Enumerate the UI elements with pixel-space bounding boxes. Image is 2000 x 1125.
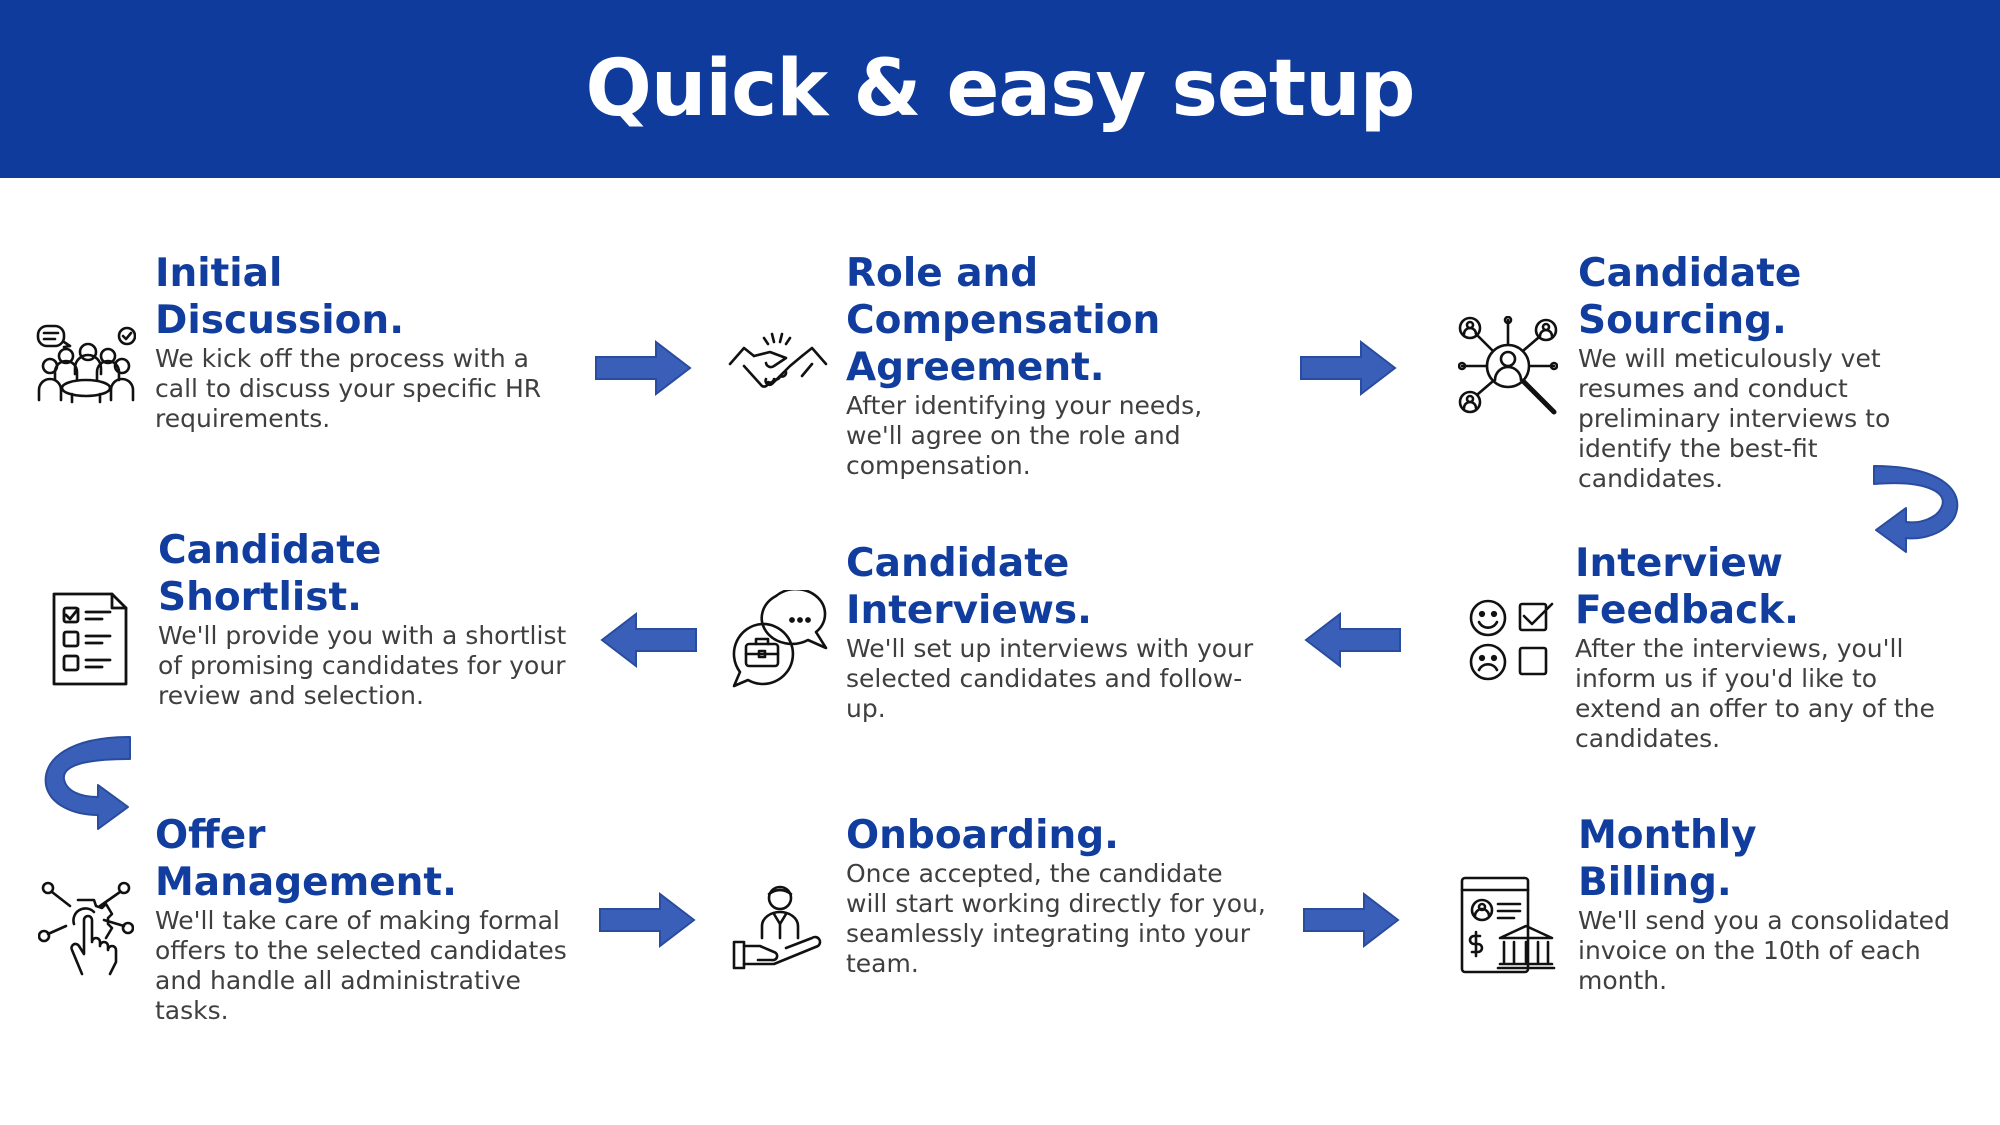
step-description: We'll take care of making formal offers …: [155, 906, 567, 1025]
curved-arrow-down-icon: [40, 735, 132, 835]
interview-chat-icon: [730, 590, 832, 690]
handshake-icon: [728, 330, 828, 398]
checklist-icon: [50, 590, 130, 688]
invoice-bank-icon: [1460, 876, 1556, 976]
candidate-search-icon: [1458, 316, 1558, 416]
touch-network-icon: [38, 878, 134, 978]
meeting-icon: [36, 322, 136, 404]
arrow-right-icon: [598, 891, 698, 949]
curved-arrow-down-icon: [1872, 462, 1962, 562]
arrow-right-icon: [594, 339, 694, 397]
step-description: We kick off the process with a call to d…: [155, 344, 542, 433]
header-banner: Quick & easy setup: [0, 0, 2000, 178]
feedback-icon: [1466, 598, 1556, 682]
page-title: Quick & easy setup: [585, 44, 1416, 134]
step-description: After identifying your needs, we'll agre…: [846, 391, 1203, 480]
step-description: We'll provide you with a shortlist of pr…: [158, 621, 567, 710]
step-description: We'll send you a consolidated invoice on…: [1578, 906, 1950, 995]
step-description: We will meticulously vet resumes and con…: [1578, 344, 1891, 493]
arrow-left-icon: [598, 611, 698, 669]
arrow-left-icon: [1302, 611, 1402, 669]
step-description: After the interviews, you'll inform us i…: [1575, 634, 1935, 753]
step-description: Once accepted, the candidate will start …: [846, 859, 1266, 978]
arrow-right-icon: [1302, 891, 1402, 949]
arrow-right-icon: [1299, 339, 1399, 397]
step-title: Onboarding.: [846, 813, 1119, 858]
step-description: We'll set up interviews with your select…: [846, 634, 1254, 723]
onboarding-hand-icon: [732, 880, 824, 972]
step-onboarding: Onboarding. Once accepted, the candidate…: [846, 812, 1266, 979]
